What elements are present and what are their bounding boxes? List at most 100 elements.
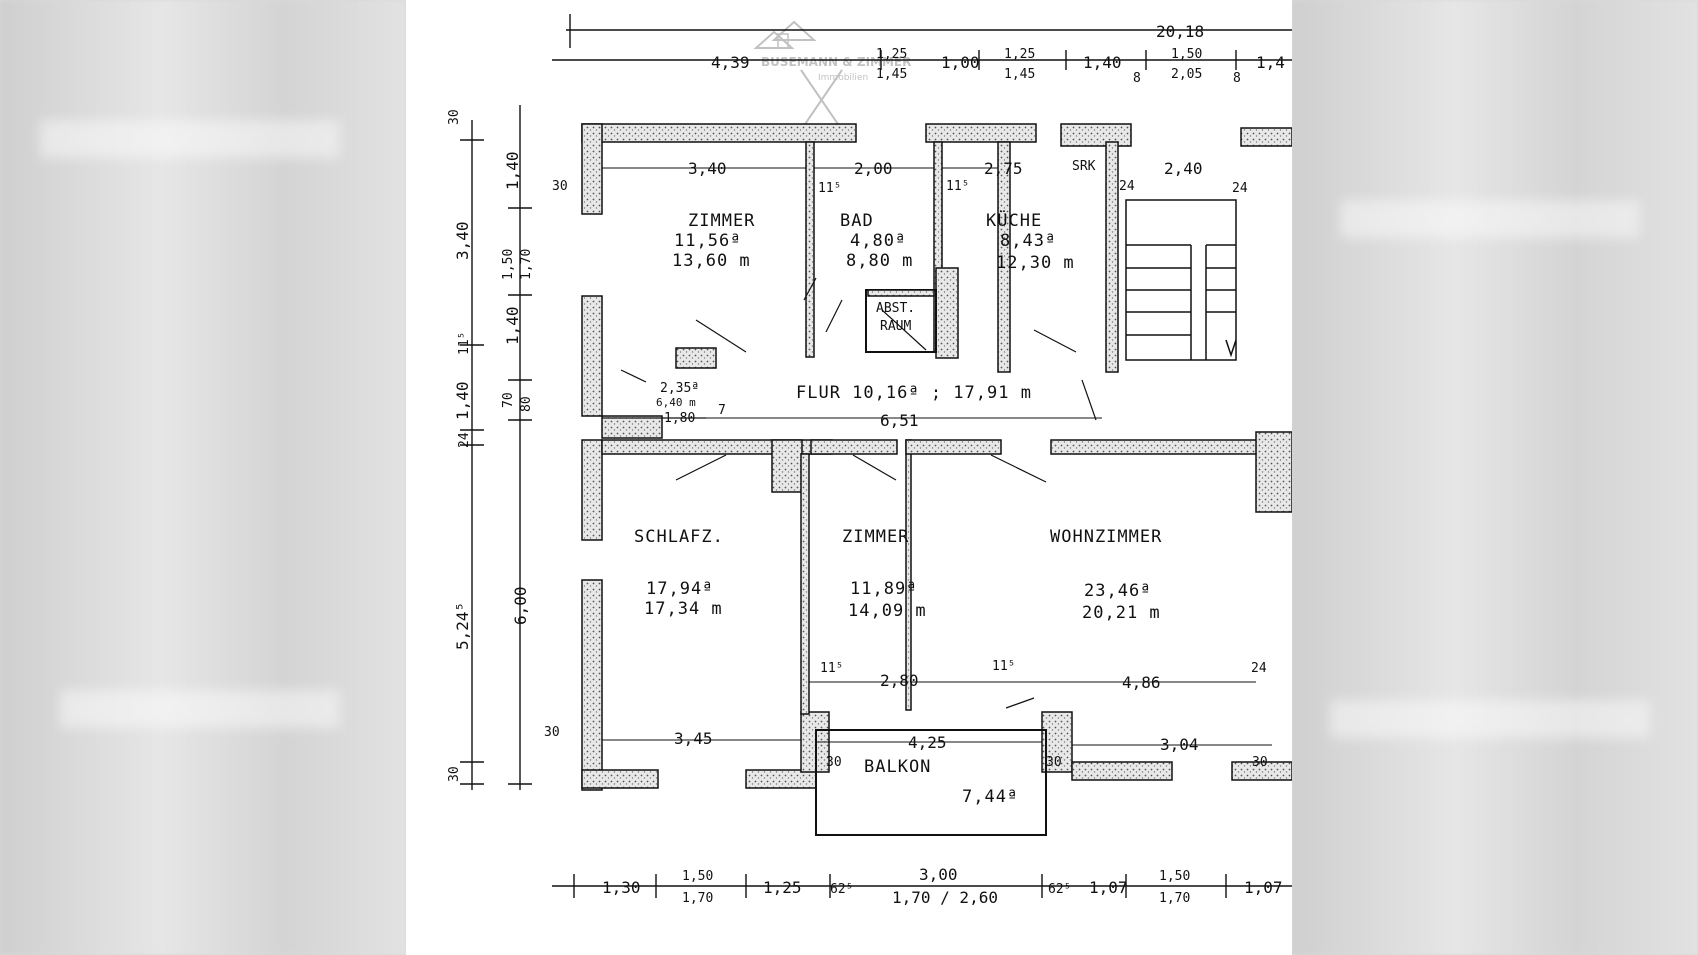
room-wc-perimeter: 6,40 m: [656, 396, 696, 409]
room-abst-line1: ABST.: [876, 301, 915, 316]
dim-left-i1: 1,40: [503, 151, 522, 190]
dim-top-3: 1,00: [941, 53, 980, 72]
room-schlafz-perimeter: 17,34 m: [644, 599, 723, 619]
dim-top-6: 8: [1133, 71, 1141, 86]
floor-plan-drawing: BUSEMANN & ZIMMER Immobilien 20,18 4,39 …: [447, 14, 1292, 907]
watermark-sub: Immobilien: [818, 73, 868, 83]
dim-top-7b: 2,05: [1171, 67, 1202, 82]
dimension-lines-left: [460, 105, 532, 790]
dim-bottom-7: 1,07: [1089, 878, 1128, 897]
dimension-lines-bottom: [552, 874, 1292, 898]
dim-top-8: 8: [1233, 71, 1241, 86]
dim-bottom-6: 62⁵: [1048, 882, 1071, 897]
dim-top-7a: 1,50: [1171, 47, 1202, 62]
dim-115-bad: 11⁵: [818, 181, 841, 196]
room-kueche-perimeter: 12,30 m: [996, 253, 1075, 273]
dim-115-wohn: 11⁵: [992, 659, 1015, 674]
room-schlafz-name: SCHLAFZ.: [634, 527, 724, 547]
door-swings: [602, 277, 1097, 709]
dim-total-width: 20,18: [1156, 22, 1204, 41]
dim-left-o2: 1,40: [453, 381, 472, 420]
room-abst-line2: RAUM: [880, 319, 911, 334]
room-wohnzimmer-perimeter: 20,21 m: [1082, 603, 1161, 623]
dim-left-o1: 3,40: [453, 221, 472, 260]
dim-top-5: 1,40: [1083, 53, 1122, 72]
room-kueche-name: KÜCHE: [986, 209, 1042, 231]
room-zimmer2-name: ZIMMER: [842, 527, 909, 547]
dim-bottom-3: 1,25: [763, 878, 802, 897]
blur-strip: [40, 120, 340, 158]
dim-bottom-5b: 1,70 / 2,60: [892, 888, 998, 907]
floor-plan-sheet: BUSEMANN & ZIMMER Immobilien 20,18 4,39 …: [406, 0, 1292, 955]
dim-bottom-2a: 1,50: [682, 869, 713, 884]
dim-24-a: 24: [1119, 179, 1135, 194]
dim-width-wohn: 3,04: [1160, 735, 1199, 754]
dim-top-9: 1,4: [1256, 53, 1285, 72]
blur-strip: [60, 690, 340, 728]
dim-width-bad: 2,00: [854, 159, 893, 178]
dim-bottom-2b: 1,70: [682, 891, 713, 906]
dim-left-o3: 24: [457, 432, 472, 448]
room-wc-area: 2,35ª: [660, 381, 699, 396]
room-bad-area: 4,80ª: [850, 231, 906, 251]
dim-flur-length: 6,51: [880, 411, 919, 430]
room-zimmer-area: 11,56ª: [674, 231, 741, 251]
dim-wohn-depth: 4,86: [1122, 673, 1161, 692]
room-balkon-area: 7,44ª: [962, 787, 1018, 807]
dimension-lines-inner: [602, 167, 1272, 746]
dim-30-balkon-left: 30: [826, 755, 842, 770]
dim-zimmer2-depth: 2,80: [880, 671, 919, 690]
dim-wc-width: 1,80: [664, 411, 695, 426]
room-balkon-name: BALKON: [864, 757, 931, 777]
dim-top-4b: 1,45: [1004, 67, 1035, 82]
label-srk: SRK: [1072, 159, 1096, 174]
dim-left-i5: 6,00: [511, 586, 530, 625]
room-bad-name: BAD: [840, 211, 874, 231]
dim-top-2a: 1,25: [876, 47, 907, 62]
dim-left-o7: 11⁵: [457, 332, 472, 355]
room-flur-name: FLUR 10,16ª ; 17,91 m: [796, 383, 1032, 403]
dim-width-balkon: 4,25: [908, 733, 947, 752]
watermark-logo: BUSEMANN & ZIMMER Immobilien: [753, 20, 911, 131]
room-zimmer2-perimeter: 14,09 m: [848, 601, 927, 621]
room-zimmer-name: ZIMMER: [688, 211, 755, 231]
dim-left-o4: 5,24⁵: [453, 602, 472, 650]
dim-left-i2a: 1,50: [501, 249, 516, 280]
dim-30-balkon-right: 30: [1046, 755, 1062, 770]
dim-bottom-5a: 3,00: [919, 865, 958, 884]
room-zimmer2-area: 11,89ª: [850, 579, 917, 599]
dim-left-i4b: 80: [519, 396, 534, 412]
blurred-background-left: [0, 0, 406, 955]
dim-bottom-8b: 1,70: [1159, 891, 1190, 906]
dim-bottom-8a: 1,50: [1159, 869, 1190, 884]
room-schlafz-area: 17,94ª: [646, 579, 713, 599]
room-kueche-area: 8,43ª: [1000, 231, 1056, 251]
dim-115-zimmer2: 11⁵: [820, 661, 843, 676]
room-wohnzimmer-name: WOHNZIMMER: [1050, 527, 1162, 547]
dim-width-zimmer: 3,40: [688, 159, 727, 178]
room-zimmer-perimeter: 13,60 m: [672, 251, 751, 271]
dim-bottom-4: 62⁵: [830, 882, 853, 897]
dim-bottom-1: 1,30: [602, 878, 641, 897]
dim-left-i4a: 70: [501, 392, 516, 408]
dim-wc-7: 7: [718, 403, 726, 418]
dim-24-wohn: 24: [1251, 661, 1267, 676]
staircase: [1125, 199, 1237, 361]
dim-top-1: 4,39: [711, 53, 750, 72]
dim-top-4a: 1,25: [1004, 47, 1035, 62]
dim-left-o6: 30: [447, 766, 462, 782]
watermark-brand: BUSEMANN & ZIMMER: [761, 55, 911, 69]
blur-strip: [1330, 700, 1650, 738]
dim-top-2b: 1,45: [876, 67, 907, 82]
dim-30-left: 30: [544, 725, 560, 740]
room-wohnzimmer-area: 23,46ª: [1084, 581, 1151, 601]
dim-bottom-9: 1,07: [1244, 878, 1283, 897]
dim-left-i3: 1,40: [503, 306, 522, 345]
dim-24-b: 24: [1232, 181, 1248, 196]
room-bad-perimeter: 8,80 m: [846, 251, 913, 271]
dim-width-schlafz: 3,45: [674, 729, 713, 748]
dim-left-o5: 30: [447, 109, 462, 125]
dim-30-top: 30: [552, 179, 568, 194]
dim-width-treppe: 2,40: [1164, 159, 1203, 178]
dim-30-right: 30: [1252, 755, 1268, 770]
